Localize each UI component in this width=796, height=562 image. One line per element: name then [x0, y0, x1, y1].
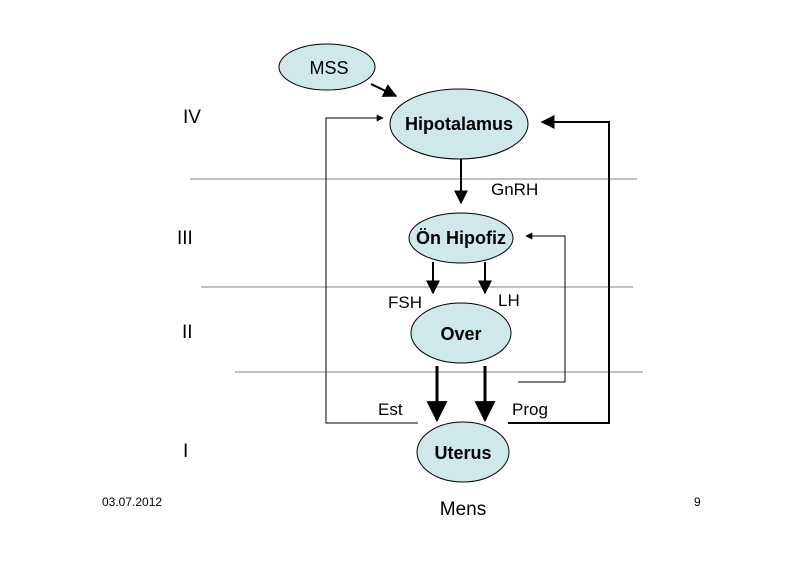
over-to-hipofiz-feedback-line: [518, 232, 566, 383]
fsh-label: FSH: [388, 293, 422, 312]
footer-date: 03.07.2012: [102, 495, 162, 509]
level-iv-label: IV: [183, 107, 201, 128]
node-on-hipofiz: Ön Hipofiz: [408, 212, 514, 264]
node-on-hipofiz-label: Ön Hipofiz: [416, 228, 506, 248]
level-ii-label: II: [182, 322, 193, 343]
level-iii-label: III: [177, 228, 193, 249]
prog-feedback-line: [508, 115, 610, 424]
footer-page-number: 9: [694, 495, 701, 509]
node-mss-label: MSS: [309, 58, 348, 78]
node-uterus: Uterus: [416, 421, 510, 483]
node-mss: MSS: [278, 43, 376, 91]
node-over: Over: [410, 302, 512, 364]
mss-arrow: [370, 83, 398, 97]
level-i-label: I: [183, 441, 188, 462]
node-hipotalamus: Hipotalamus: [389, 88, 529, 160]
lh-label: LH: [498, 291, 520, 310]
node-uterus-label: Uterus: [434, 443, 491, 463]
est-label: Est: [378, 400, 403, 419]
node-hipotalamus-label: Hipotalamus: [405, 114, 513, 134]
est-feedback-line: [325, 114, 418, 424]
prog-label: Prog: [512, 400, 548, 419]
gnrh-label: GnRH: [491, 180, 538, 199]
mens-label: Mens: [440, 499, 486, 520]
node-over-label: Over: [440, 324, 481, 344]
